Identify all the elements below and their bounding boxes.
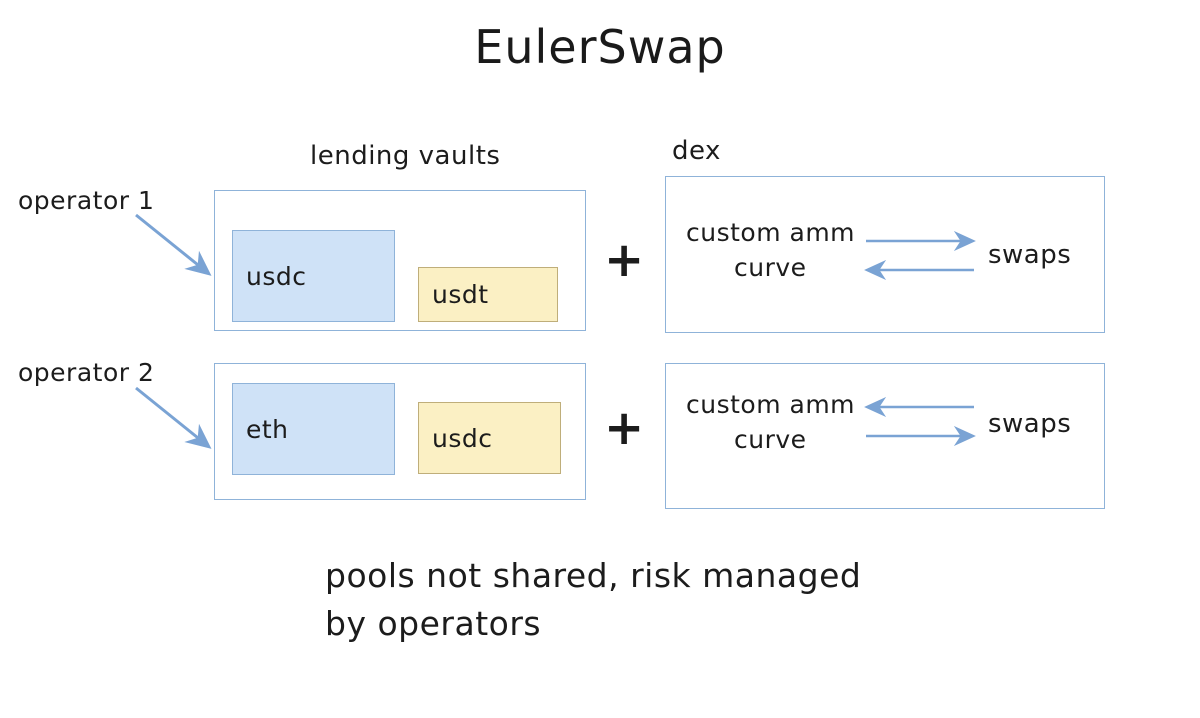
asset-tile-usdc-row-1[interactable]: usdc — [232, 230, 395, 322]
lending-vaults-caption: lending vaults — [310, 141, 501, 171]
amm-line-1: custom amm — [686, 390, 856, 419]
swaps-label-row-1: swaps — [988, 240, 1072, 270]
operator-2-arrow-icon — [135, 386, 212, 449]
dex-caption: dex — [672, 136, 721, 166]
plus-icon-row-1: + — [604, 232, 645, 288]
asset-tile-usdt-row-1[interactable]: usdt — [418, 267, 558, 322]
operator-1-arrow-icon — [135, 213, 212, 276]
dex-container-row-1 — [665, 176, 1105, 333]
footer-note-line-2: by operators — [325, 603, 542, 643]
swaps-label-row-2: swaps — [988, 409, 1072, 439]
footer-note: pools not shared, risk managed by operat… — [325, 552, 861, 648]
asset-tile-eth-row-2[interactable]: eth — [232, 383, 395, 475]
amm-line-1: custom amm — [686, 218, 856, 247]
asset-label: eth — [246, 414, 289, 444]
amm-line-2: curve — [734, 252, 807, 282]
amm-line-2: curve — [734, 424, 807, 454]
footer-note-line-1: pools not shared, risk managed — [325, 556, 862, 595]
amm-curve-label-row-1: custom amm curve — [686, 216, 855, 285]
operator-1-label: operator 1 — [18, 186, 155, 215]
asset-label: usdc — [432, 423, 493, 453]
plus-icon-row-2: + — [604, 400, 645, 456]
page-title: EulerSwap — [474, 20, 726, 74]
asset-label: usdt — [432, 280, 489, 309]
swap-arrows-row-1 — [864, 230, 976, 281]
swap-arrows-row-2 — [864, 396, 976, 447]
asset-label: usdc — [246, 261, 307, 291]
amm-curve-label-row-2: custom amm curve — [686, 388, 855, 457]
asset-tile-usdc-row-2[interactable]: usdc — [418, 402, 561, 474]
operator-2-label: operator 2 — [18, 358, 155, 387]
